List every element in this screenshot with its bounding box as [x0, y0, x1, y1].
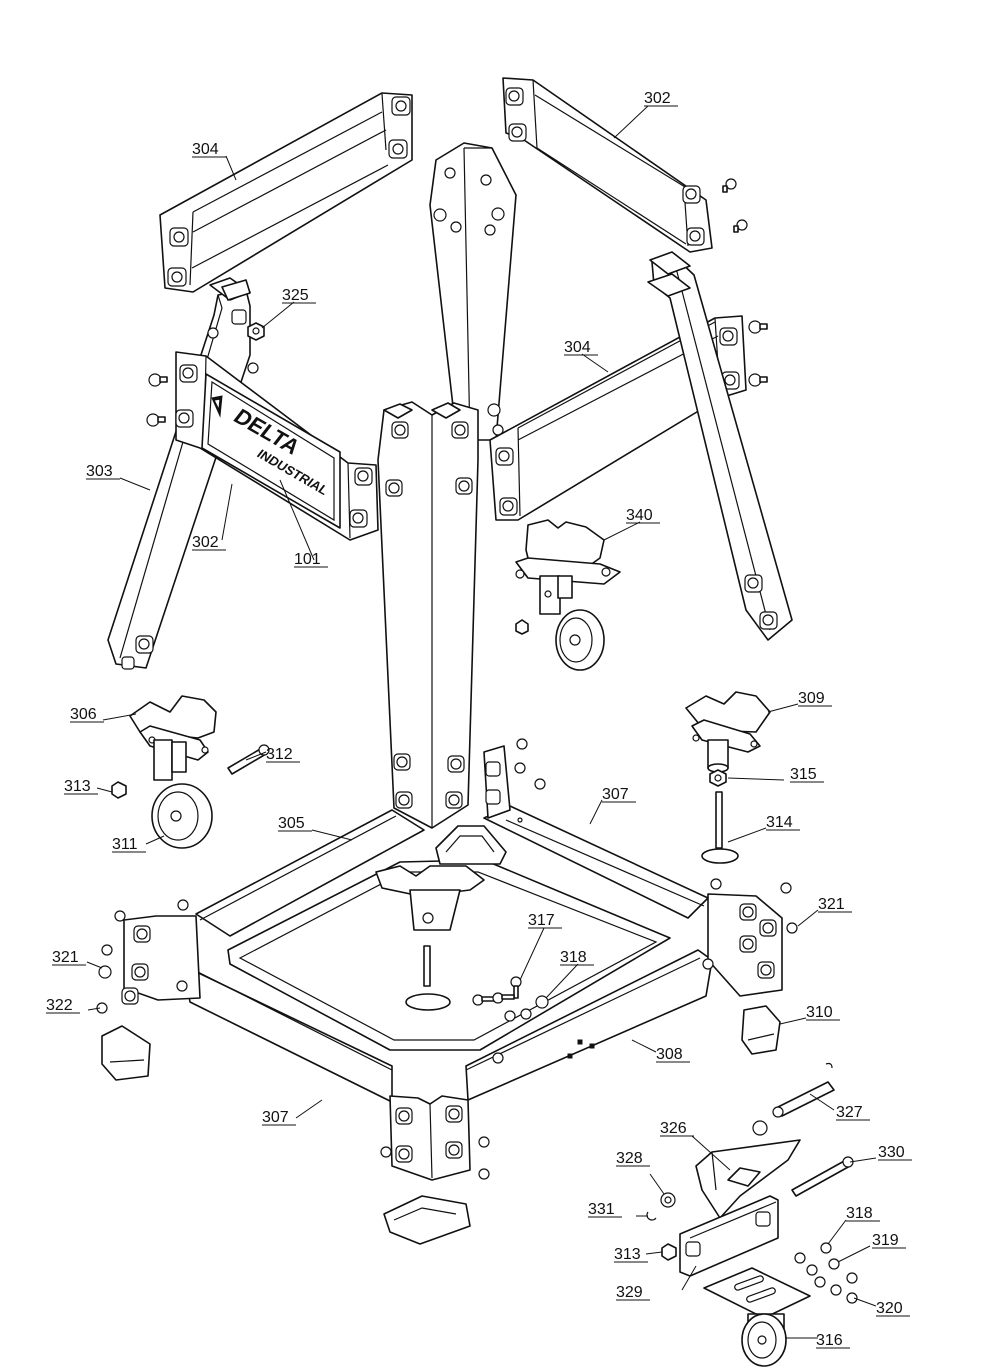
callout-315: 315: [790, 766, 817, 783]
plate-329: [679, 1195, 779, 1277]
callout-304: 304: [192, 141, 219, 158]
foot-back: [435, 825, 507, 865]
callout-labels: 304 302 325 304 303 302 101 340 306 312 …: [46, 90, 912, 1349]
callout-328: 328: [616, 1150, 643, 1167]
stretcher-302-top-right: [502, 77, 713, 253]
callout-318: 318: [846, 1205, 873, 1222]
bolts-317-318: [472, 976, 549, 1022]
callout-309: 309: [798, 690, 825, 707]
callout-303: 303: [86, 463, 113, 480]
callout-313: 313: [614, 1246, 641, 1263]
bolt-312: [227, 744, 270, 775]
callout-314: 314: [766, 814, 793, 831]
corner-left: [121, 915, 201, 1005]
caster-316: [703, 1267, 811, 1367]
callout-322: 322: [46, 997, 73, 1014]
corner-right: [707, 893, 783, 997]
callout-325: 325: [282, 287, 309, 304]
stretcher-304-top-left: [159, 92, 413, 293]
callout-331: 331: [588, 1201, 615, 1218]
bracket-309: [685, 691, 771, 773]
callout-312: 312: [266, 746, 293, 763]
bracket-326: [695, 1139, 801, 1219]
callout-305: 305: [278, 815, 305, 832]
callout-313: 313: [64, 778, 91, 795]
corner-front: [389, 1095, 471, 1181]
base-rail-308: [465, 949, 713, 1101]
bracket-tab-left: [221, 279, 251, 301]
washers-318-319-320: [794, 1242, 858, 1304]
callout-317: 317: [528, 912, 555, 929]
washer-328: [660, 1192, 676, 1208]
callout-330: 330: [878, 1144, 905, 1161]
callout-320: 320: [876, 1300, 903, 1317]
center-bracket: [375, 865, 485, 1011]
callout-321: 321: [818, 896, 845, 913]
logo-plate-101: DELTA INDUSTRIAL: [201, 373, 341, 529]
callout-306: 306: [70, 706, 97, 723]
callout-318: 318: [560, 949, 587, 966]
corner-back: [483, 745, 511, 819]
pin-327: [752, 1062, 835, 1136]
foot-left: [101, 1025, 151, 1081]
callout-308: 308: [656, 1046, 683, 1063]
nut-313: [111, 781, 127, 799]
foot-front: [383, 1195, 471, 1245]
callout-307: 307: [262, 1109, 289, 1126]
leveler-314: [701, 791, 739, 864]
foot-310: [741, 1005, 781, 1055]
caster-assembly-306: [129, 695, 217, 849]
nut-315: [709, 769, 727, 787]
back-leg: [429, 142, 517, 441]
nut-325: [247, 322, 265, 341]
bolt-330: [791, 1156, 854, 1197]
callout-101: 101: [294, 551, 321, 568]
callout-319: 319: [872, 1232, 899, 1249]
screws-right: [748, 320, 768, 387]
callout-329: 329: [616, 1284, 643, 1301]
base-inner-frame: [227, 859, 671, 1051]
callout-340: 340: [626, 507, 653, 524]
leg-right: [647, 251, 793, 641]
screws-left-stretcher: [146, 373, 168, 427]
leader-lines: [86, 105, 877, 1339]
callout-302: 302: [644, 90, 671, 107]
callout-302: 302: [192, 534, 219, 551]
callout-327: 327: [836, 1104, 863, 1121]
caster-assembly-340: [515, 519, 621, 671]
leg-303-left: [107, 277, 259, 670]
callout-310: 310: [806, 1004, 833, 1021]
stretcher-304-right: [489, 315, 747, 521]
callout-307: 307: [602, 786, 629, 803]
callout-316: 316: [816, 1332, 843, 1349]
callout-311: 311: [112, 836, 138, 853]
front-leg: [377, 401, 479, 829]
callout-321: 321: [52, 949, 79, 966]
callout-326: 326: [660, 1120, 687, 1137]
base-rail-305: [195, 809, 425, 937]
screws-top-right: [722, 178, 748, 233]
clip-331: [646, 1211, 657, 1221]
nut-313-lower: [661, 1243, 677, 1261]
screws-base: [96, 738, 798, 1180]
callout-304: 304: [564, 339, 591, 356]
